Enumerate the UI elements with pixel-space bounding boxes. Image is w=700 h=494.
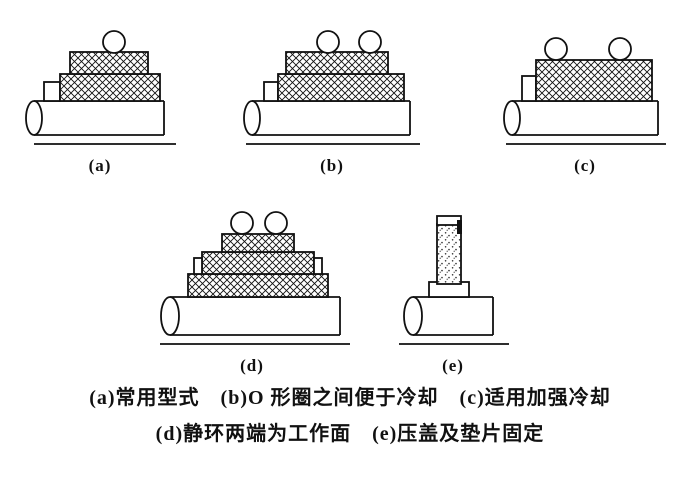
seal-cross-section-a (25, 30, 176, 145)
seal-body-lower (187, 273, 329, 298)
shaft (243, 100, 411, 136)
o-ring-right (608, 37, 632, 61)
figure-a-label: (a) (88, 156, 112, 175)
shaft (503, 100, 659, 136)
caption-line-2: (d)静环两端为工作面 (e)压盖及垫片固定 (155, 423, 545, 445)
seal-body (535, 59, 653, 102)
seal-seat (521, 75, 537, 102)
figure-d: (d) (150, 196, 354, 376)
seal-seat (263, 81, 279, 102)
seal-body-lower (59, 73, 161, 102)
shaft (160, 296, 341, 336)
o-ring-left (316, 30, 340, 54)
seal-seat (43, 81, 61, 102)
o-ring-right (358, 30, 382, 54)
seal-seat-right (313, 257, 323, 275)
seal-cross-section-d (160, 211, 350, 345)
seal-body-upper (69, 51, 149, 75)
seal-body-upper (285, 51, 389, 75)
seal-body-lower (277, 73, 405, 102)
seal-body-upper (221, 233, 295, 253)
seal-body-middle (201, 251, 315, 275)
figure-e-label: (e) (442, 356, 464, 375)
o-ring-left (230, 211, 254, 235)
caption: (a)常用型式 (b)O 形圈之间便于冷却 (c)适用加强冷却 (d)静环两端为… (0, 380, 700, 452)
figure-e: (e) (395, 196, 511, 376)
o-ring-left (544, 37, 568, 61)
gland-mark (457, 220, 462, 234)
shaft (25, 100, 165, 136)
gland-cross-section-e (399, 215, 509, 345)
figure-d-label: (d) (240, 356, 264, 375)
seal-cross-section-c (503, 37, 666, 145)
caption-line-1: (a)常用型式 (b)O 形圈之间便于冷却 (c)适用加强冷却 (89, 387, 611, 409)
o-ring-right (264, 211, 288, 235)
figure-c-label: (c) (574, 156, 596, 175)
figure-a: (a) (22, 16, 178, 176)
seal-seat-left (193, 257, 203, 275)
seal-cross-section-b (243, 30, 420, 145)
figure-b: (b) (240, 16, 424, 176)
figure-b-label: (b) (320, 156, 344, 175)
figure-c: (c) (500, 16, 670, 176)
shaft (403, 296, 494, 336)
o-ring (102, 30, 126, 54)
